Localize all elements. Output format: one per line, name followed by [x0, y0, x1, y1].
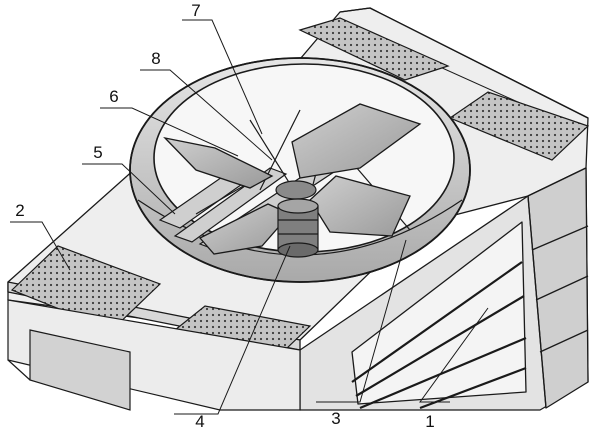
perforated-panel-back: [298, 17, 450, 81]
fan-blades: [163, 103, 422, 255]
callout-6: 6: [109, 87, 118, 106]
fan-blade-left-upper: [163, 136, 274, 189]
leader-line-2: [10, 221, 71, 271]
callout-3: 3: [331, 409, 340, 428]
callout-1: 1: [425, 412, 434, 431]
leader-line-4: [174, 245, 291, 415]
access-panel: [351, 221, 527, 405]
fan-blade-front: [198, 203, 292, 255]
fan-blade-top-right: [291, 103, 422, 179]
perforated-panel-right: [448, 91, 590, 161]
callouts: 1 2 3 4 5 6 7 8: [15, 1, 434, 431]
callout-7: 7: [191, 1, 200, 20]
fan-blade-right: [309, 175, 411, 237]
perforated-panels: [10, 17, 590, 373]
callout-4: 4: [195, 412, 204, 431]
callout-2: 2: [15, 201, 24, 220]
leader-line-8: [140, 69, 273, 161]
side-wall: [299, 167, 589, 411]
leader-line-3: [316, 239, 407, 403]
leader-line-6: [100, 107, 239, 157]
fan-hub: [275, 180, 319, 258]
leader-line-1: [419, 307, 489, 403]
leader-line-7: [182, 19, 263, 135]
left-lower-block: [7, 299, 301, 411]
callout-8: 8: [151, 49, 160, 68]
leader-lines: [10, 19, 489, 415]
callout-5: 5: [93, 143, 102, 162]
leader-line-5: [82, 163, 176, 215]
